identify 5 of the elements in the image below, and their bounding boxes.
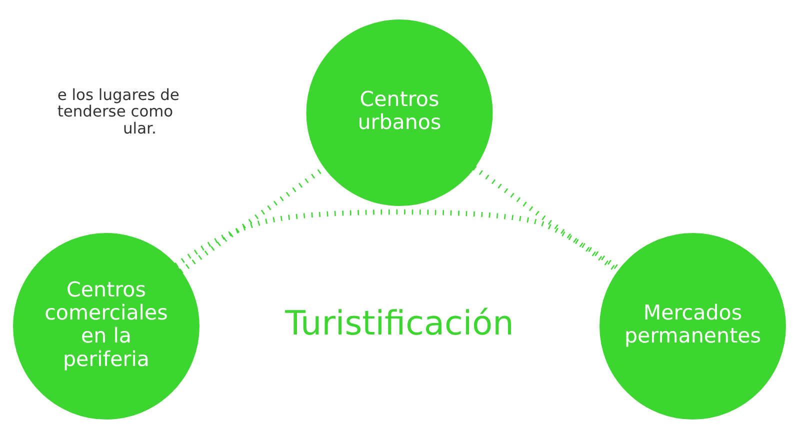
node-circle: Centros comerciales en la periferia <box>13 233 200 420</box>
node-circle: Centros urbanos <box>306 20 493 206</box>
label: e los lugares de tenderse como ular. <box>57 86 180 138</box>
label: Turistificación <box>285 303 514 342</box>
node-circle: Mercados permanentes <box>600 233 786 420</box>
